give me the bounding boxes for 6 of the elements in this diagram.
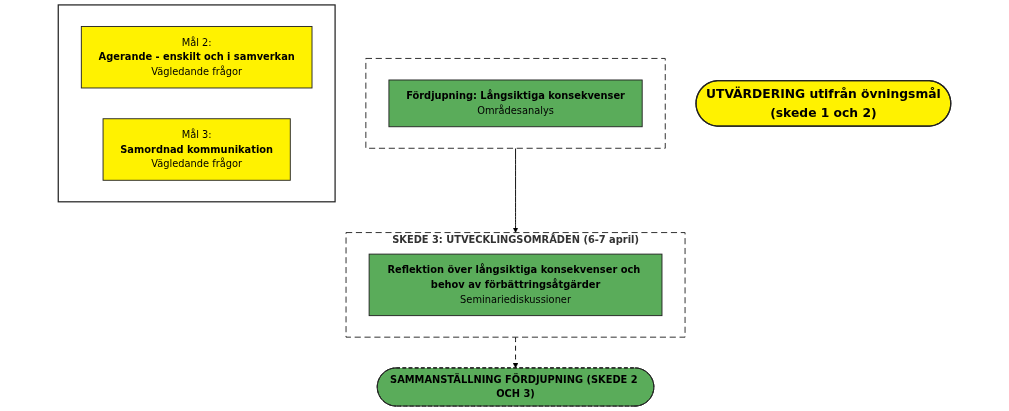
cluster xyxy=(365,58,666,149)
node-box: Fördjupning: Långsiktiga konsekvenser Områdesanalys xyxy=(388,79,643,128)
node-box: Mål 3: Samordnad kommunikation Vägledande frågor xyxy=(102,118,291,181)
cluster xyxy=(57,4,336,203)
node-box: Reflektion över långsiktiga konsekvenser och behov av förbättringsåtgärder Seminariediskussioner xyxy=(368,253,663,317)
node-box: Mål 2: Agerande - enskilt och i samverkan Vägledande frågor xyxy=(80,26,313,89)
